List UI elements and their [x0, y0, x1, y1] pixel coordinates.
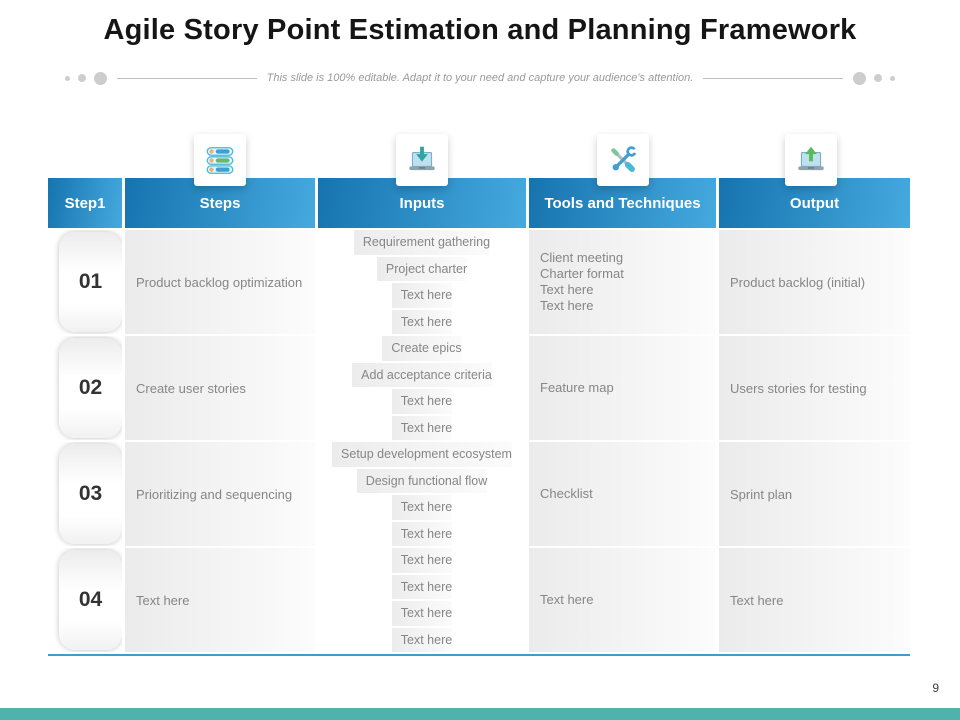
input-item: Text here — [391, 495, 453, 520]
input-item: Requirement gathering — [353, 230, 491, 255]
table-header-row: Step1 Steps Inputs Tools and Techniques … — [48, 178, 910, 228]
input-item: Text here — [391, 415, 453, 440]
tools-cell: Feature map — [529, 336, 716, 440]
subtitle-divider-right — [703, 77, 844, 79]
table-row: 04 Text here Text here Text here Text he… — [48, 548, 910, 652]
step-badge: 02 — [59, 338, 122, 438]
input-item: Text here — [391, 309, 453, 334]
header-cell-step1: Step1 — [48, 178, 122, 228]
step-badge: 03 — [59, 444, 122, 544]
output-cell: Users stories for testing — [719, 336, 910, 440]
dot-icon — [77, 74, 86, 82]
tools-cell: Client meeting Charter format Text here … — [529, 230, 716, 334]
page-title: Agile Story Point Estimation and Plannin… — [103, 14, 857, 46]
steps-cell: Prioritizing and sequencing — [125, 442, 315, 546]
output-cell: Text here — [719, 548, 910, 652]
tools-cell: Checklist — [529, 442, 716, 546]
page-number: 9 — [932, 681, 939, 695]
steps-cell: Create user stories — [125, 336, 315, 440]
input-item: Setup development ecosystem — [332, 442, 512, 467]
input-item: Design functional flow — [356, 468, 488, 493]
slide-subtitle: This slide is 100% editable. Adapt it to… — [266, 72, 694, 84]
table-row: 01 Product backlog optimization Requirem… — [48, 230, 910, 334]
step-number-cell: 03 — [48, 442, 122, 546]
output-cell: Sprint plan — [719, 442, 910, 546]
inputs-cell: Setup development ecosystem Design funct… — [318, 442, 526, 546]
table-row: 03 Prioritizing and sequencing Setup dev… — [48, 442, 910, 546]
input-item: Text here — [391, 548, 453, 573]
dot-icon — [874, 74, 883, 82]
header-cell-output: Output — [719, 178, 910, 228]
process-table: Step1 Steps Inputs Tools and Techniques … — [48, 134, 910, 656]
output-cell: Product backlog (initial) — [719, 230, 910, 334]
dot-icon — [64, 75, 70, 81]
input-item: Project charter — [376, 256, 468, 281]
step-badge: 01 — [59, 232, 122, 332]
subtitle-dots-right — [853, 71, 896, 85]
inputs-cell: Create epics Add acceptance criteria Tex… — [318, 336, 526, 440]
header-cell-inputs: Inputs — [318, 178, 526, 228]
subtitle-dots-left — [64, 71, 107, 85]
output-laptop-upload-icon — [785, 134, 837, 186]
input-item: Text here — [391, 283, 453, 308]
dot-icon — [890, 75, 896, 81]
dot-icon — [93, 71, 107, 85]
input-item: Text here — [391, 627, 453, 652]
inputs-cell: Requirement gathering Project charter Te… — [318, 230, 526, 334]
step-number-cell: 02 — [48, 336, 122, 440]
input-item: Text here — [391, 574, 453, 599]
input-item: Text here — [391, 521, 453, 546]
steps-cell: Text here — [125, 548, 315, 652]
table-underline — [48, 654, 910, 656]
tools-cell: Text here — [529, 548, 716, 652]
input-item: Create epics — [382, 336, 462, 361]
input-item: Add acceptance criteria — [352, 362, 492, 387]
table-row: 02 Create user stories Create epics Add … — [48, 336, 910, 440]
footer-bar — [0, 708, 960, 720]
step-number-cell: 01 — [48, 230, 122, 334]
header-cell-tools: Tools and Techniques — [529, 178, 716, 228]
steps-toggles-list-icon — [194, 134, 246, 186]
step-badge: 04 — [59, 550, 122, 650]
step-number-cell: 04 — [48, 548, 122, 652]
subtitle-band: This slide is 100% editable. Adapt it to… — [0, 68, 960, 88]
inputs-laptop-download-icon — [396, 134, 448, 186]
subtitle-divider-left — [116, 77, 257, 79]
input-item: Text here — [391, 601, 453, 626]
steps-cell: Product backlog optimization — [125, 230, 315, 334]
table-body: 01 Product backlog optimization Requirem… — [48, 230, 910, 652]
tools-wrench-screwdriver-icon — [597, 134, 649, 186]
icon-row — [48, 134, 910, 186]
inputs-cell: Text here Text here Text here Text here — [318, 548, 526, 652]
header-cell-steps: Steps — [125, 178, 315, 228]
dot-icon — [853, 71, 867, 85]
input-item: Text here — [391, 389, 453, 414]
